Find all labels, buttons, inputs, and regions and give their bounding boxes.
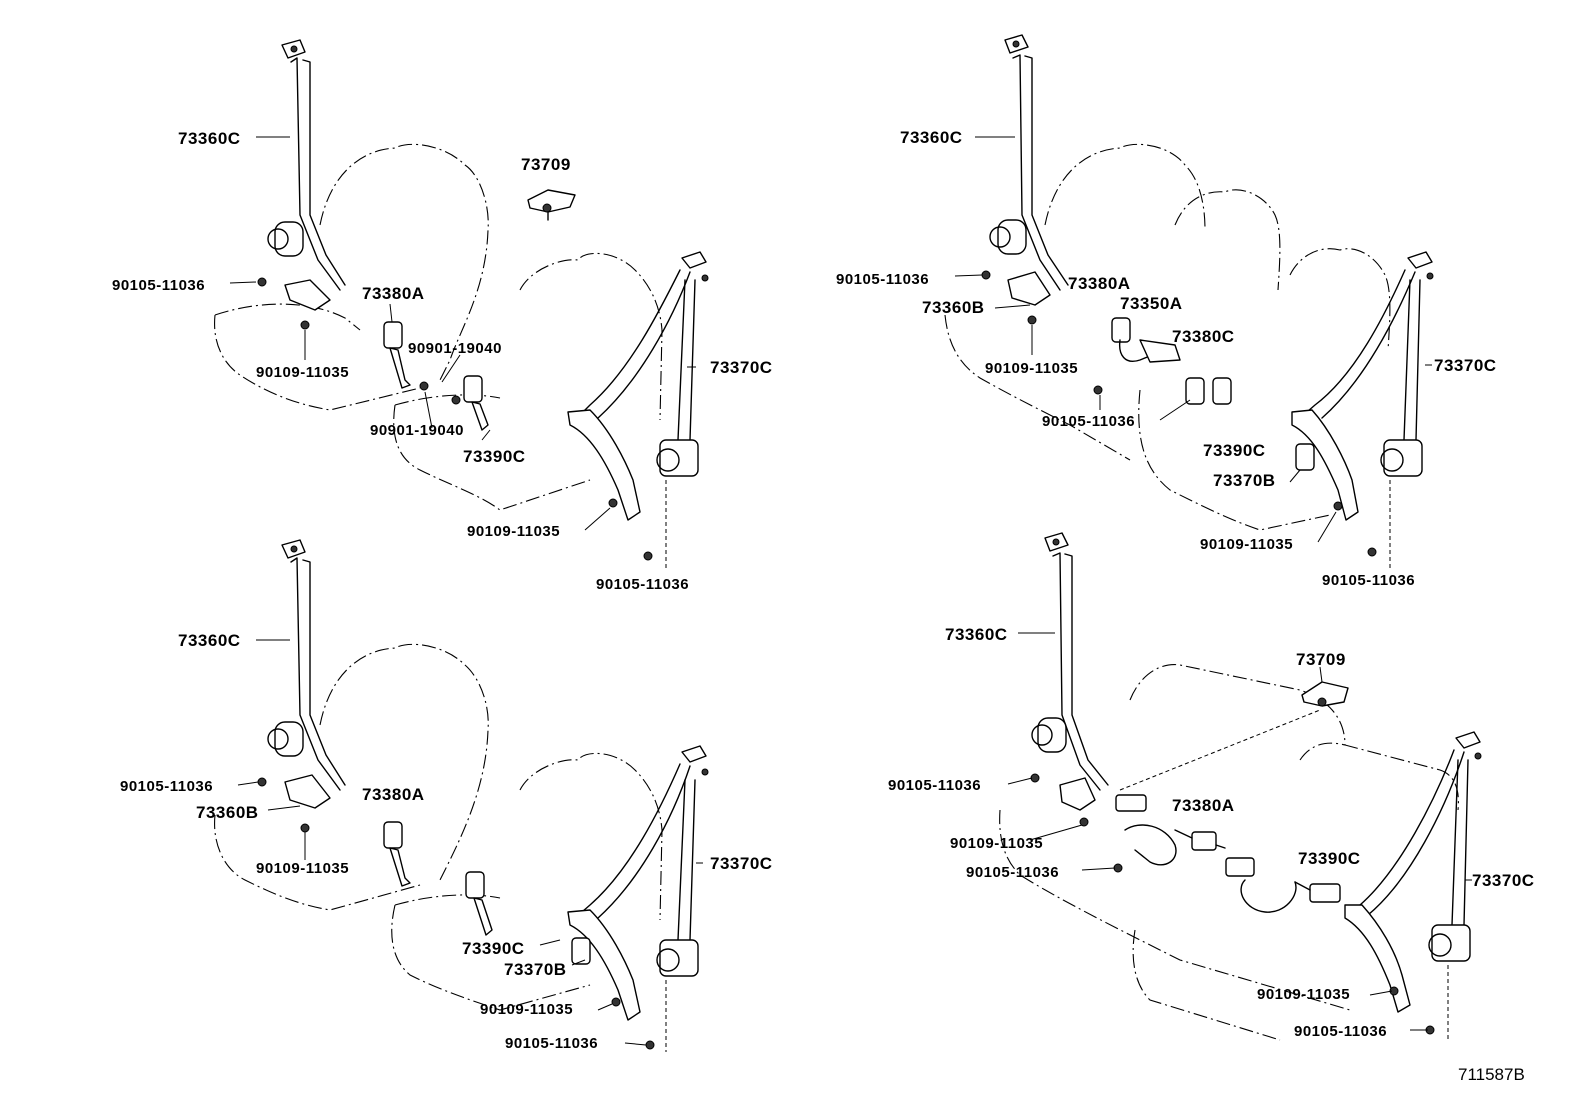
seat-back-outline-2 <box>519 752 663 921</box>
bolt-icon <box>1079 817 1089 827</box>
part-label: 90109-11035 <box>985 360 1078 377</box>
part-label: 90901-19040 <box>408 340 502 357</box>
bench-cushion-outline-2 <box>1132 929 1281 1041</box>
buckle-73380a <box>383 321 411 389</box>
belt-73370c <box>567 251 709 570</box>
belt-73360c <box>1031 532 1109 811</box>
seat-cushion-outline-2 <box>393 394 591 511</box>
seat-back-outline-2 <box>1174 189 1281 291</box>
part-label: 73360C <box>945 625 1008 644</box>
part-label: 73380A <box>1172 796 1235 815</box>
panel-top-left: 73360C 73709 90105-11036 73380A 90901-19… <box>112 39 773 593</box>
part-label: 90109-11035 <box>1257 986 1350 1003</box>
part-label: 90105-11036 <box>888 777 981 794</box>
part-label: 73390C <box>462 939 525 958</box>
seat-back-outline <box>319 643 489 881</box>
belt-73360c <box>267 539 346 809</box>
belt-73370c <box>567 745 709 1052</box>
part-label: 90105-11036 <box>120 778 213 795</box>
part-label: 73709 <box>1296 650 1346 669</box>
belt-73360c <box>267 39 346 311</box>
part-label: 90109-11035 <box>950 835 1043 852</box>
bolt-icon <box>1113 863 1123 873</box>
buckle-73390c <box>419 375 489 431</box>
seat-back-outline <box>1044 143 1206 231</box>
seat-back-outline-3 <box>1289 248 1391 351</box>
bolt-icon <box>300 320 310 330</box>
part-label: 90109-11035 <box>467 523 560 540</box>
buckle-73380a <box>1111 317 1166 362</box>
part-label: 73390C <box>1203 441 1266 460</box>
part-label: 73360C <box>178 129 241 148</box>
part-label: 90109-11035 <box>256 364 349 381</box>
part-label: 73370B <box>504 960 567 979</box>
part-label: 73360B <box>922 298 985 317</box>
part-label: 73390C <box>1298 849 1361 868</box>
part-label: 73350A <box>1120 294 1183 313</box>
bench-cushion-outline <box>999 809 1351 1011</box>
belt-73360c <box>989 34 1069 306</box>
seat-cushion-outline <box>944 314 1131 461</box>
clip-73709 <box>527 189 576 221</box>
part-label: 90105-11036 <box>836 271 929 288</box>
part-label: 90105-11036 <box>596 576 689 593</box>
part-label: 73370C <box>710 854 773 873</box>
part-label: 73709 <box>521 155 571 174</box>
part-label: 90109-11035 <box>480 1001 573 1018</box>
bolt-icon <box>300 823 310 833</box>
belt-73370c <box>1344 731 1482 1040</box>
part-label: 73360C <box>900 128 963 147</box>
part-label: 73380C <box>1172 327 1235 346</box>
bench-seat-outline <box>1129 664 1459 811</box>
bolt-icon <box>981 270 991 280</box>
belt-73370c <box>1291 251 1434 568</box>
part-label: 73370C <box>710 358 773 377</box>
part-label: 90105-11036 <box>112 277 205 294</box>
buckle-73380c <box>1185 377 1232 405</box>
part-label: 73380A <box>1068 274 1131 293</box>
buckle-73380a <box>383 821 411 887</box>
part-label: 73370C <box>1472 871 1535 890</box>
bolt-icon <box>1093 385 1103 395</box>
seat-back-outline-2 <box>519 252 663 421</box>
bench-seat-outline-2 <box>1299 742 1346 761</box>
part-label: 90109-11035 <box>1200 536 1293 553</box>
part-label: 73360C <box>178 631 241 650</box>
seat-back-outline <box>319 143 489 381</box>
buckle-73380a <box>1115 794 1226 866</box>
bolt-icon <box>1027 315 1037 325</box>
bolt-icon <box>257 777 267 787</box>
part-label: 73380A <box>362 785 425 804</box>
part-label: 90105-11036 <box>505 1035 598 1052</box>
clip-73709 <box>1301 681 1349 707</box>
panel-top-right: 73360C 90105-11036 73380A 73360B 73350A … <box>836 34 1497 589</box>
part-label: 73370B <box>1213 471 1276 490</box>
seat-cushion-outline <box>214 814 421 911</box>
bolt-icon <box>257 277 267 287</box>
part-label: 90105-11036 <box>1042 413 1135 430</box>
buckle-73350a <box>1139 339 1181 363</box>
buckle-73390c <box>465 871 493 936</box>
buckle-73390c <box>1225 857 1341 913</box>
part-label: 73360B <box>196 803 259 822</box>
part-label: 73390C <box>463 447 526 466</box>
panel-bottom-right: 73360C 73709 73380A 90105-11036 90109-11… <box>888 532 1535 1041</box>
panel-bottom-left: 73360C 90105-11036 73380A 73360B 90109-1… <box>120 539 773 1052</box>
part-label: 90109-11035 <box>256 860 349 877</box>
seat-cushion-outline-2 <box>1138 389 1331 531</box>
part-label: 73370C <box>1434 356 1497 375</box>
seat-cushion-outline-2 <box>391 894 591 1011</box>
part-label: 90105-11036 <box>1322 572 1415 589</box>
part-label: 73380A <box>362 284 425 303</box>
part-label: 90901-19040 <box>370 422 464 439</box>
part-label: 90105-11036 <box>966 864 1059 881</box>
seat-cushion-outline <box>214 303 421 411</box>
part-label: 90105-11036 <box>1294 1023 1387 1040</box>
figure-code: 711587B <box>1458 1065 1525 1084</box>
bolt-icon <box>1030 773 1040 783</box>
